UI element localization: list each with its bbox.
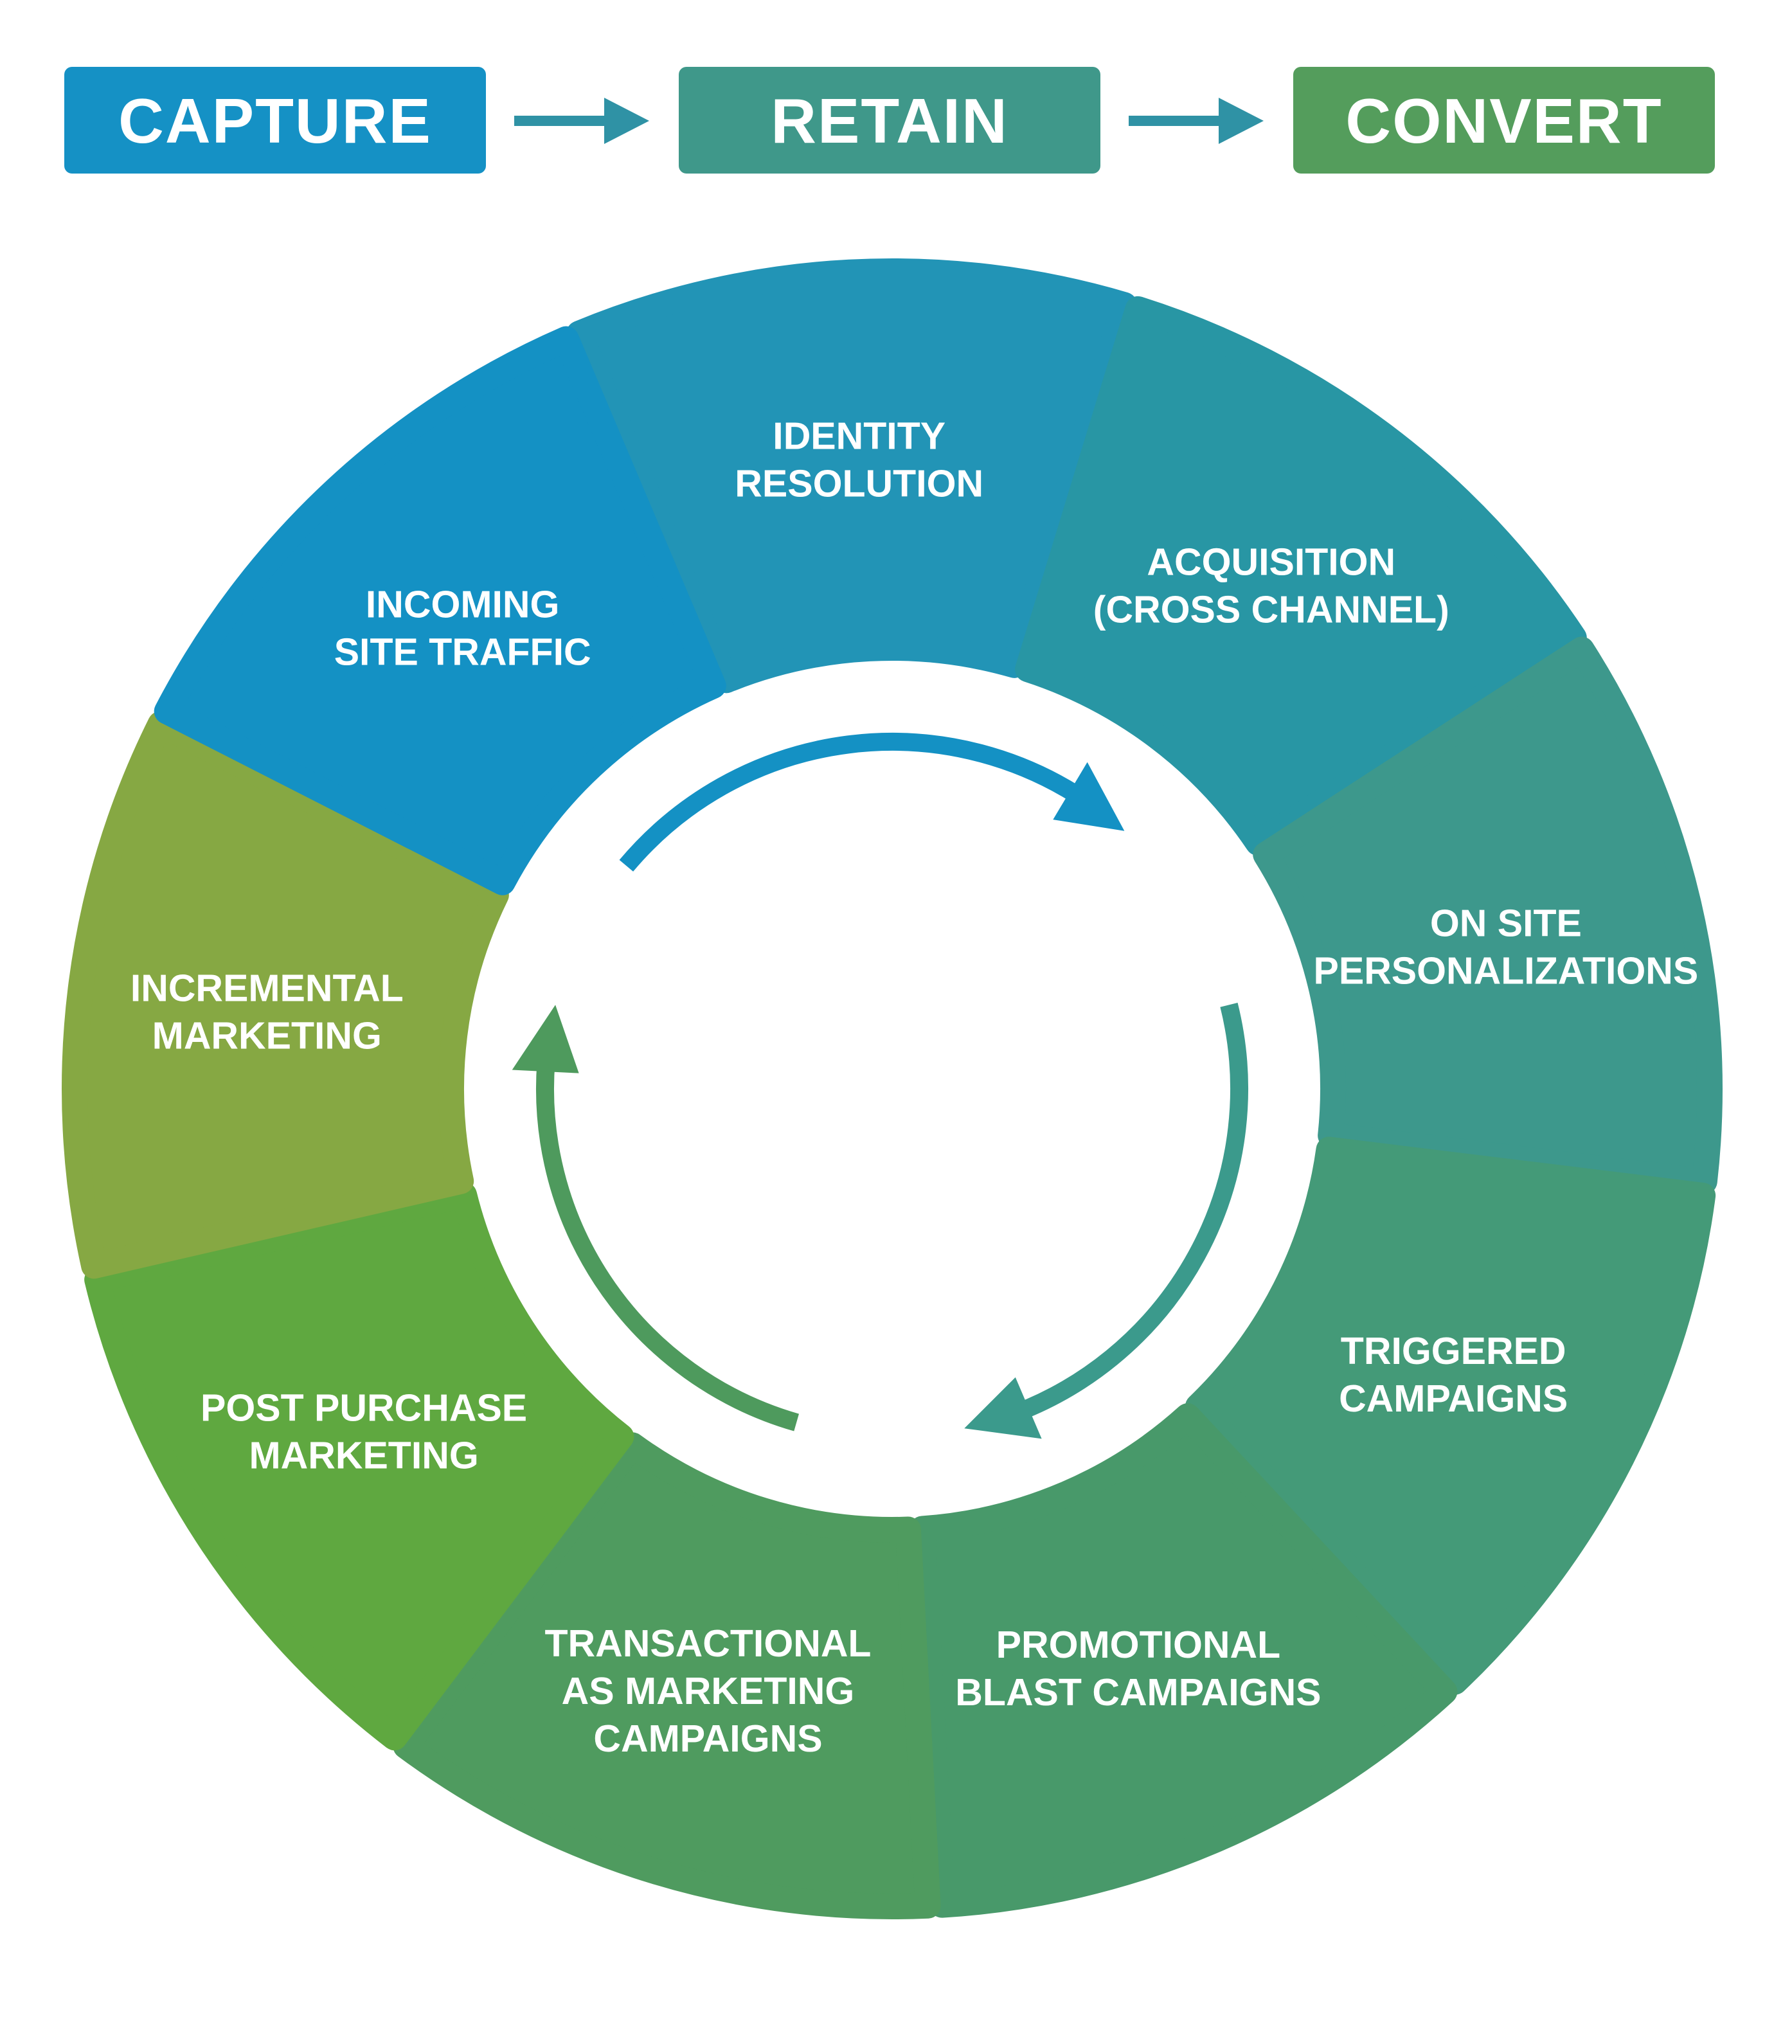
segment-on-site-personalizations: ON SITE PERSONALIZATIONS [1253, 636, 1723, 1195]
segment-label-line: CAMPAIGNS [593, 1717, 822, 1760]
stage-label: RETAIN [771, 85, 1008, 156]
segment-shape [154, 326, 726, 895]
cycle-arrow-2 [964, 1002, 1248, 1439]
segment-label-line: AS MARKETING [562, 1670, 855, 1712]
cycle-arrow-1 [619, 733, 1125, 872]
segment-identity-resolution: IDENTITY RESOLUTION [566, 258, 1138, 694]
arrow-head [512, 1005, 579, 1073]
stage-header: CAPTURE RETAIN CONVERT [64, 67, 1715, 174]
arrow-head [964, 1377, 1042, 1439]
segment-label-line: MARKETING [152, 1015, 382, 1057]
segment-label-line: ACQUISITION [1147, 541, 1395, 583]
stage-label: CONVERT [1345, 85, 1662, 156]
segment-label-line: CAMPAIGNS [1339, 1377, 1568, 1420]
arrow-arc [536, 1043, 800, 1431]
segment-label-line: TRIGGERED [1341, 1330, 1566, 1372]
segment-label-line: RESOLUTION [735, 462, 983, 505]
segment-shape [393, 1432, 941, 1919]
segment-shape [62, 711, 509, 1279]
cycle-arrow-3 [512, 1005, 800, 1431]
stage-convert: CONVERT [1293, 67, 1715, 174]
segment-shape [909, 1403, 1458, 1918]
segment-transactional-as-marketing-campaigns: TRANSACTIONAL AS MARKETING CAMPAIGNS [393, 1432, 941, 1919]
inner-cycle-arrows [512, 733, 1248, 1439]
segment-label-line: PROMOTIONAL [996, 1624, 1280, 1666]
segment-label-line: BLAST CAMPAIGNS [955, 1671, 1321, 1714]
segment-shape [1185, 1136, 1716, 1695]
arrow-head [604, 98, 649, 144]
segment-label-line: ON SITE [1430, 902, 1582, 945]
segment-label-line: INCOMING [366, 583, 560, 625]
segment-label-line: TRANSACTIONAL [544, 1622, 871, 1665]
stage-arrow-1 [514, 98, 649, 144]
segment-incoming-site-traffic: INCOMING SITE TRAFFIC [154, 326, 726, 895]
segment-label-line: IDENTITY [773, 415, 945, 457]
arrow-arc [1000, 1002, 1248, 1426]
segment-label-line: PERSONALIZATIONS [1313, 950, 1698, 992]
stage-box [64, 67, 486, 174]
stage-label: CAPTURE [118, 85, 432, 156]
segment-label-line: (CROSS CHANNEL) [1093, 588, 1449, 631]
segment-post-purchase-marketing: POST PURCHASE MARKETING [84, 1182, 634, 1751]
stage-arrow-2 [1129, 98, 1264, 144]
segment-label-line: POST PURCHASE [201, 1387, 527, 1430]
arrow-arc [619, 733, 1098, 872]
segment-promotional-blast-campaigns: PROMOTIONAL BLAST CAMPAIGNS [909, 1403, 1458, 1918]
arrow-head [1053, 762, 1125, 831]
arrow-head [1219, 98, 1264, 144]
segment-shape [566, 258, 1138, 694]
segment-label-line: INCREMENTAL [130, 967, 404, 1010]
segment-shape [1015, 296, 1587, 856]
segment-triggered-campaigns: TRIGGERED CAMPAIGNS [1185, 1136, 1716, 1695]
segment-label-line: MARKETING [249, 1435, 478, 1477]
segment-acquisition-cross-channel: ACQUISITION (CROSS CHANNEL) [1015, 296, 1587, 856]
stage-box [1293, 67, 1715, 174]
stage-retain: RETAIN [679, 67, 1100, 174]
stage-box [679, 67, 1100, 174]
segment-shape [84, 1182, 634, 1751]
segment-incremental-marketing: INCREMENTAL MARKETING [62, 711, 509, 1279]
stage-capture: CAPTURE [64, 67, 486, 174]
segment-label-line: SITE TRAFFIC [334, 631, 591, 673]
segment-shape [1253, 636, 1723, 1195]
cycle-wheel: IDENTITY RESOLUTION ACQUISITION (CROSS CHAN… [62, 258, 1723, 1919]
